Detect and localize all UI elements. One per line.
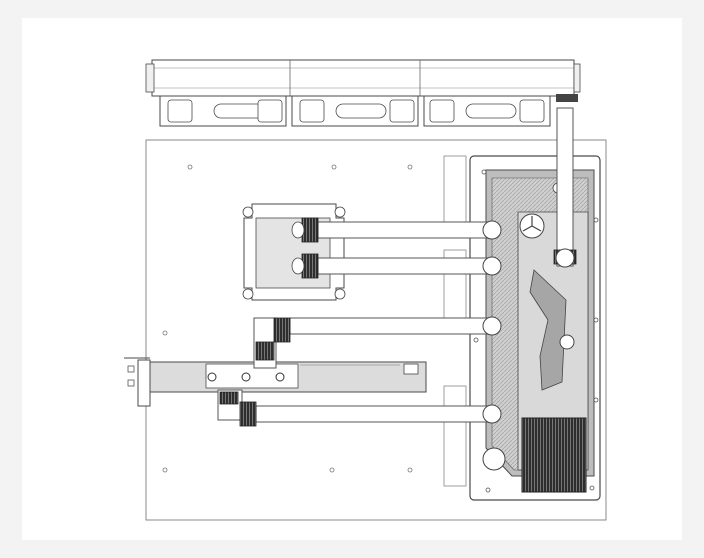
flow-channel xyxy=(529,269,567,391)
tube-cpu-bottom xyxy=(317,257,493,275)
radiator-core xyxy=(151,59,575,97)
gpu-bracket xyxy=(137,359,151,407)
panel-mount-dots xyxy=(162,164,413,473)
cpu-block xyxy=(242,203,346,301)
radiator xyxy=(145,59,581,127)
tube-gpu-top xyxy=(289,317,493,335)
drain-port xyxy=(482,447,506,471)
tube-gpu-bottom xyxy=(255,405,493,423)
tube-cpu-top xyxy=(317,221,493,239)
gpu-card xyxy=(124,357,427,407)
pump-heatsink xyxy=(521,417,587,493)
tube-radiator xyxy=(556,107,574,267)
